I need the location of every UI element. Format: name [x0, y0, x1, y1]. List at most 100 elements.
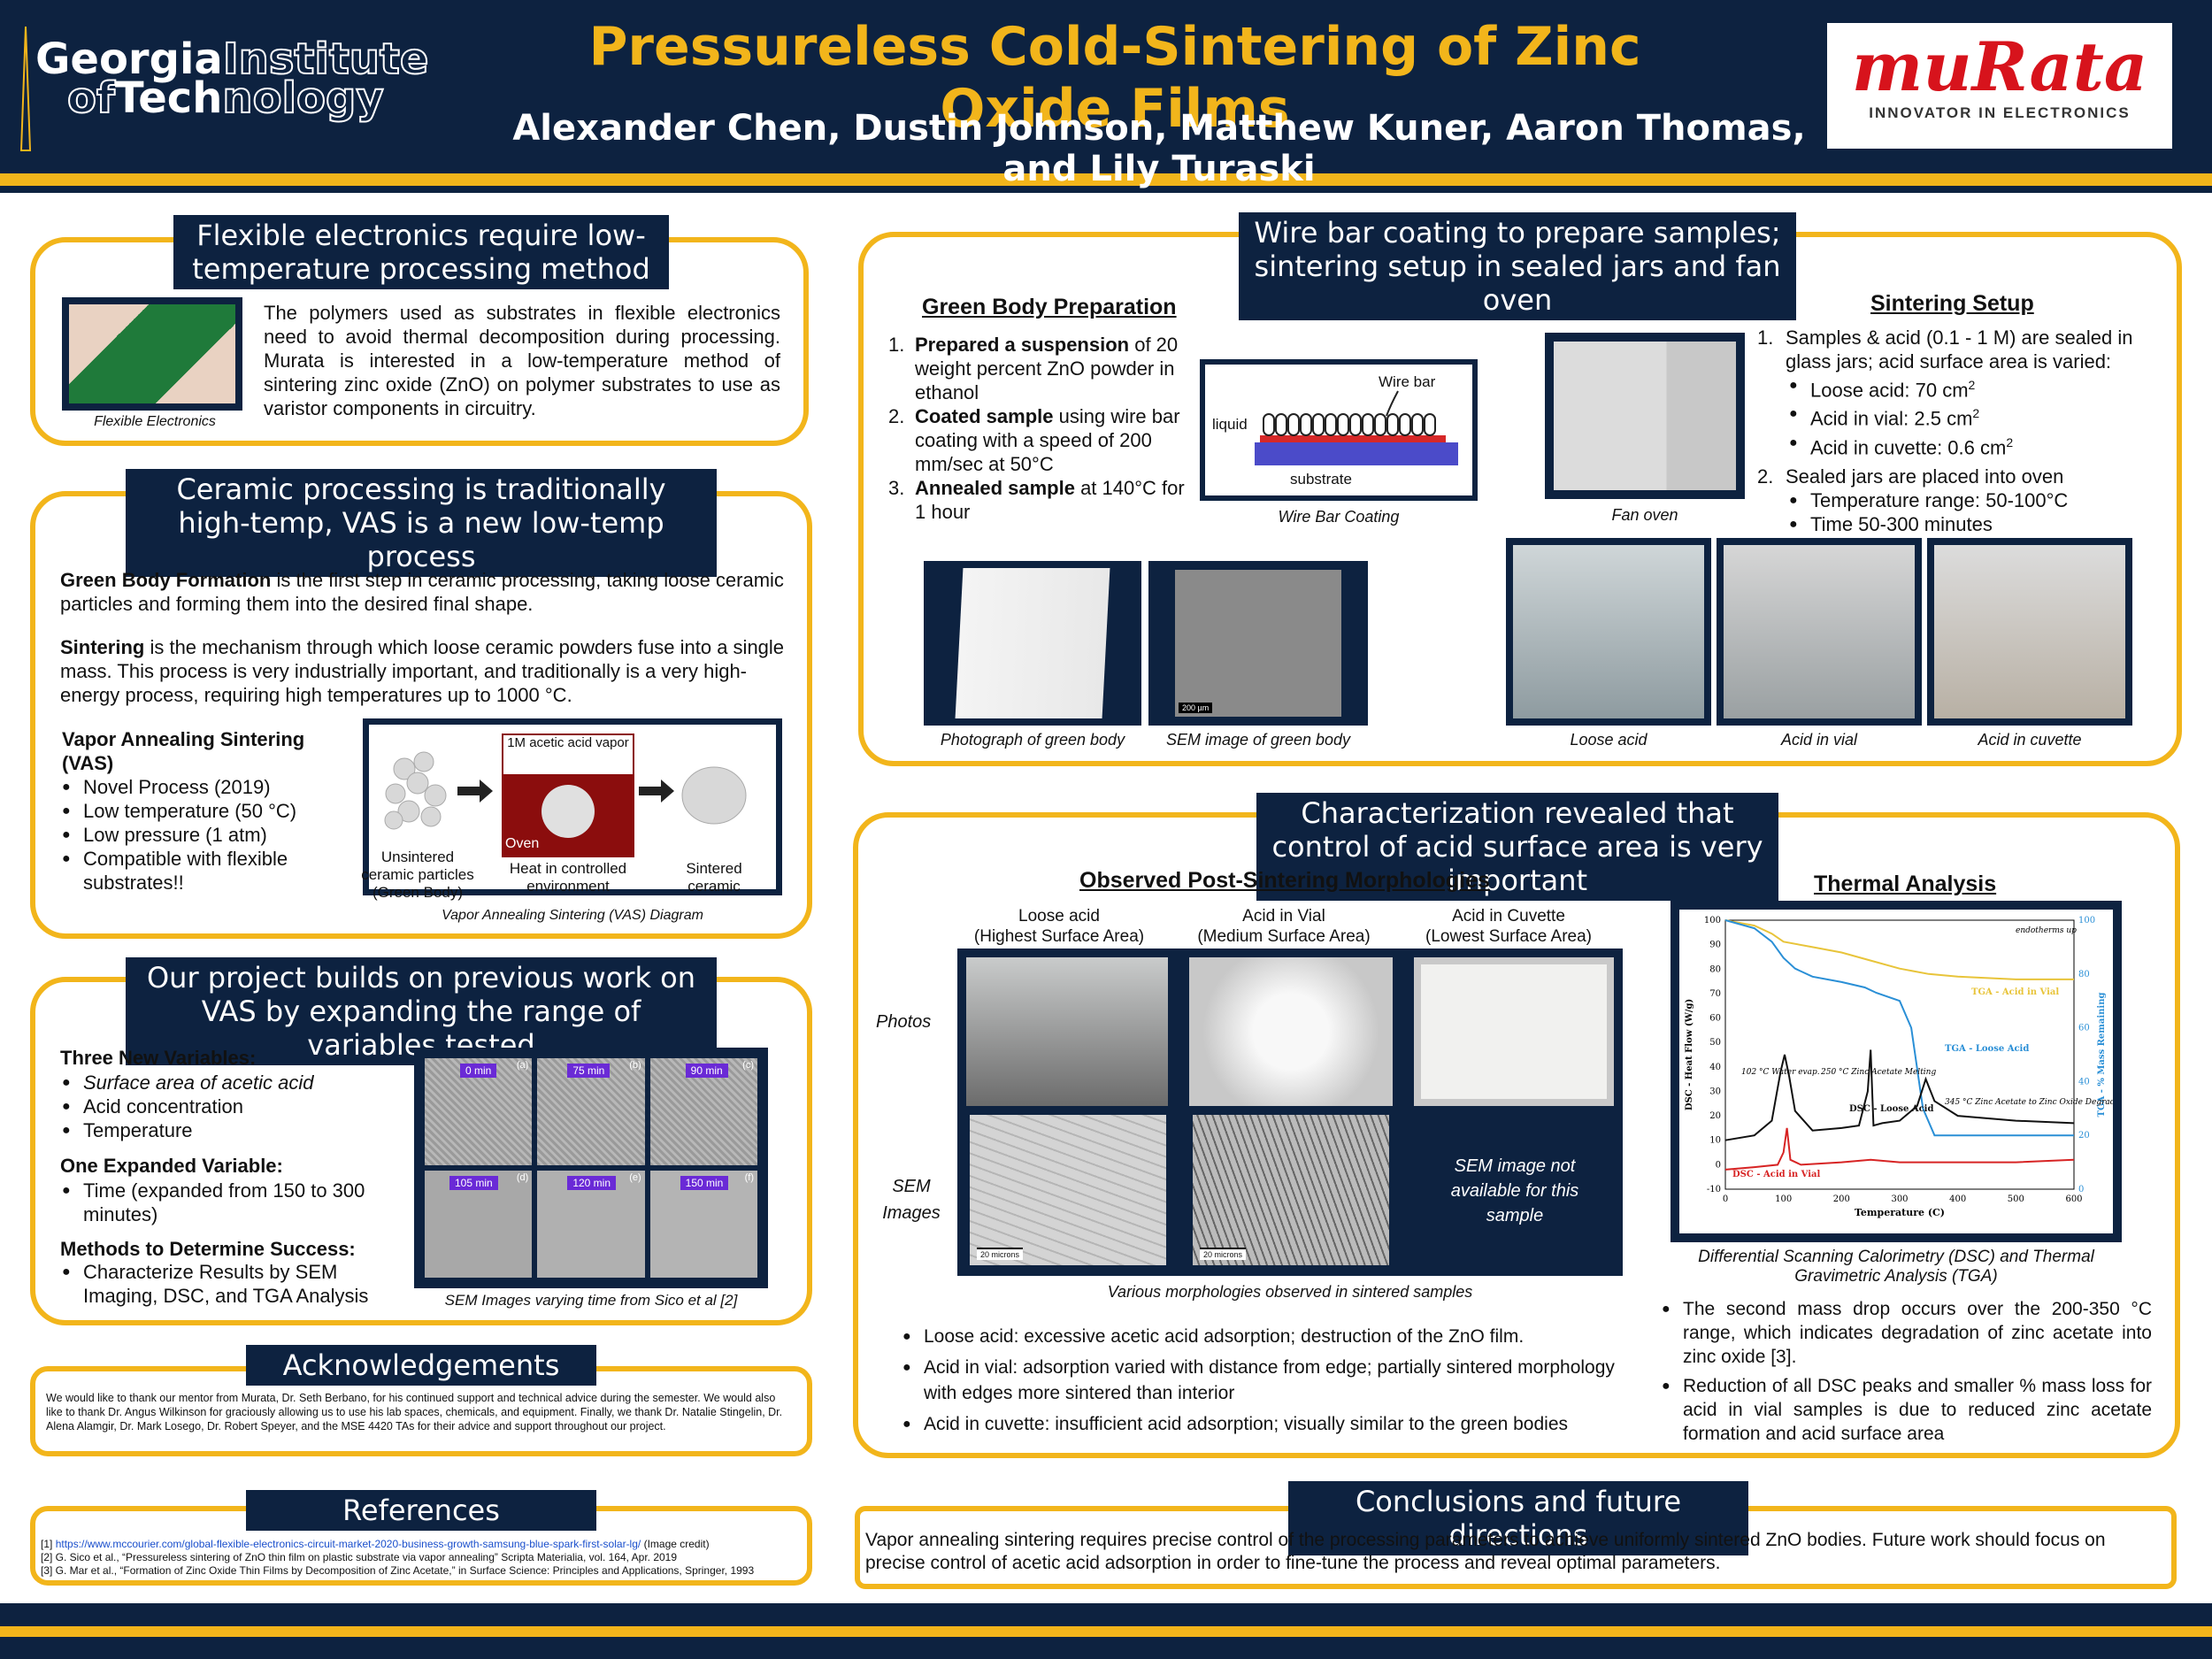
list-item: Acid in cuvette: insufficient acid adsor… [901, 1411, 1644, 1437]
x-tick-label: 300 [1891, 1194, 1908, 1204]
section-heading: Green Body Preparation [922, 295, 1177, 319]
x-tick-label: 100 [1775, 1194, 1792, 1204]
y-tick-label: 60 [1709, 1014, 1721, 1024]
wire-bar-diagram: Wire bar liquid substrate [1200, 359, 1478, 501]
series-label: TGA - Acid in Vial [1971, 987, 2059, 997]
list: Surface area of acetic acid Acid concent… [60, 1071, 396, 1142]
reference-item: [2] G. Sico et al., “Pressureless sinter… [41, 1551, 678, 1563]
body-text: The polymers used as substrates in flexi… [264, 302, 780, 419]
diagram-label-heat: Heat in controlled environment [509, 860, 627, 895]
footer-stripe [0, 1626, 2212, 1637]
row-label: SEM Images [882, 1177, 941, 1223]
section-heading: Observed Post-Sintering Morphologies [1079, 868, 1490, 893]
caption: Various morphologies observed in sintere… [1107, 1283, 1473, 1301]
list: Time (expanded from 150 to 300 minutes) [60, 1179, 396, 1226]
chart-annotation: endotherms up [2016, 926, 2077, 935]
list-item: Temperature range: 50-100°C [1787, 488, 2155, 512]
label-substrate: substrate [1290, 471, 1352, 488]
column-header: Loose acid(Highest Surface Area) [973, 907, 1145, 946]
vas-diagram: 1M acetic acid vapor Oven Unsintered cer… [361, 718, 782, 901]
list-item: The second mass drop occurs over the 200… [1660, 1297, 2152, 1369]
list-item: 2.Coated sample using wire bar coating w… [888, 405, 1180, 475]
body-text: Sintering is the mechanism through which… [60, 636, 785, 706]
y2-tick-label: 80 [2078, 970, 2090, 979]
tower-icon [19, 27, 32, 151]
list-item: Time 50-300 minutes [1787, 512, 2155, 536]
list-item: Acid in vial: adsorption varied with dis… [901, 1355, 1644, 1406]
y2-tick-label: 0 [2078, 1185, 2084, 1194]
y2-tick-label: 100 [2078, 916, 2095, 926]
y-tick-label: 50 [1709, 1038, 1721, 1048]
caption: Loose acid [1570, 731, 1647, 749]
panel-title: Acknowledgements [246, 1345, 596, 1386]
reference-list: [1] https://www.mccourier.com/global-fle… [41, 1538, 810, 1578]
reference-item: [1] https://www.mccourier.com/global-fle… [41, 1538, 710, 1550]
heading: Methods to Determine Success: [60, 1238, 356, 1260]
y-tick-label: 10 [1709, 1136, 1721, 1146]
acid-vial-photo [1717, 538, 1922, 726]
caption: Wire Bar Coating [1278, 508, 1400, 526]
green-body-photo [924, 561, 1141, 726]
caption: Acid in vial [1780, 731, 1858, 749]
y2-axis-label: TGA - % Mass Remaining [2097, 993, 2107, 1118]
y-tick-label: 100 [1704, 916, 1721, 926]
reference-link[interactable]: https://www.mccourier.com/global-flexibl… [55, 1538, 641, 1550]
list-item: Low pressure (1 atm) [60, 823, 343, 847]
caption: Flexible Electronics [94, 414, 216, 429]
row-label: Photos [876, 1012, 932, 1032]
y2-tick-label: 40 [2078, 1077, 2090, 1087]
label-liquid: liquid [1212, 416, 1248, 433]
sem-image: 150 min(f) [649, 1171, 757, 1278]
x-tick-label: 600 [2065, 1194, 2082, 1204]
series-line [1724, 919, 2074, 1137]
sem-image: 0 min(a) [425, 1058, 533, 1165]
caption: SEM image of green body [1165, 731, 1351, 749]
body-text: Vapor annealing sintering requires preci… [865, 1530, 2106, 1573]
sem-image: 75 min(b) [537, 1058, 645, 1165]
x-tick-label: 500 [2008, 1194, 2024, 1204]
y-tick-label: 90 [1709, 941, 1721, 950]
y2-tick-label: 60 [2078, 1024, 2090, 1033]
morph-photo-vial [1189, 957, 1393, 1106]
list-item: Novel Process (2019) [60, 775, 343, 799]
morph-photo-loose [966, 957, 1168, 1106]
loose-acid-photo [1506, 538, 1711, 726]
morph-sem-vial: 20 microns [1193, 1115, 1389, 1265]
chart-annotation: 102 °C Water evap. [1741, 1068, 1820, 1077]
sem-image: 90 min(c) [649, 1058, 757, 1165]
diagram-label-green: Unsintered ceramic particles (Green Body… [361, 849, 474, 901]
column-header: Acid in Cuvette(Lowest Surface Area) [1425, 907, 1592, 946]
list-item: Surface area of acetic acid [60, 1071, 396, 1094]
y-tick-label: -10 [1707, 1185, 1721, 1194]
sem-image: 105 min(d) [425, 1171, 533, 1278]
fan-oven-photo [1545, 333, 1745, 499]
green-body-sem: 200 µm [1148, 561, 1368, 726]
caption: Fan oven [1611, 506, 1678, 524]
diagram-label-oven: Oven [505, 836, 540, 851]
thermal-findings: The second mass drop occurs over the 200… [1660, 1297, 2152, 1446]
y2-tick-label: 20 [2078, 1131, 2090, 1141]
series-label: DSC - Acid in Vial [1732, 1170, 1820, 1179]
list-item: Characterize Results by SEM Imaging, DSC… [60, 1260, 396, 1308]
section-heading: Sintering Setup [1870, 291, 2034, 316]
caption: Photograph of green body [940, 731, 1125, 749]
x-axis-label: Temperature (C) [1855, 1207, 1945, 1218]
prep-steps: 1.Prepared a suspension of 20 weight per… [887, 333, 1201, 524]
panel-title: Characterization revealed that control o… [1256, 793, 1778, 901]
series-line [1724, 1127, 2075, 1171]
panel-title: Conclusions and future directions [1288, 1481, 1748, 1555]
georgia-tech-logo: GeorgiaInstitute ofTechnology [35, 35, 429, 123]
x-tick-label: 0 [1723, 1194, 1728, 1204]
list-item: 1.Prepared a suspension of 20 weight per… [888, 334, 1179, 403]
panel-title: Our project builds on previous work on V… [126, 957, 717, 1065]
header-stripe-dark [0, 186, 2212, 193]
list-item: Compatible with flexible substrates!! [60, 847, 343, 895]
caption: Vapor Annealing Sintering (VAS) Diagram [442, 908, 703, 923]
vas-list: Novel Process (2019) Low temperature (50… [60, 775, 343, 895]
list-item: Acid in vial: 2.5 cm2 [1787, 402, 2155, 430]
y-tick-label: 70 [1709, 989, 1721, 999]
list-item: Time (expanded from 150 to 300 minutes) [60, 1179, 396, 1226]
reference-item: [3] G. Mar et al., “Formation of Zinc Ox… [41, 1564, 755, 1577]
caption: SEM Images varying time from Sico et al … [444, 1292, 738, 1309]
series-label: TGA - Loose Acid [1945, 1044, 2029, 1054]
